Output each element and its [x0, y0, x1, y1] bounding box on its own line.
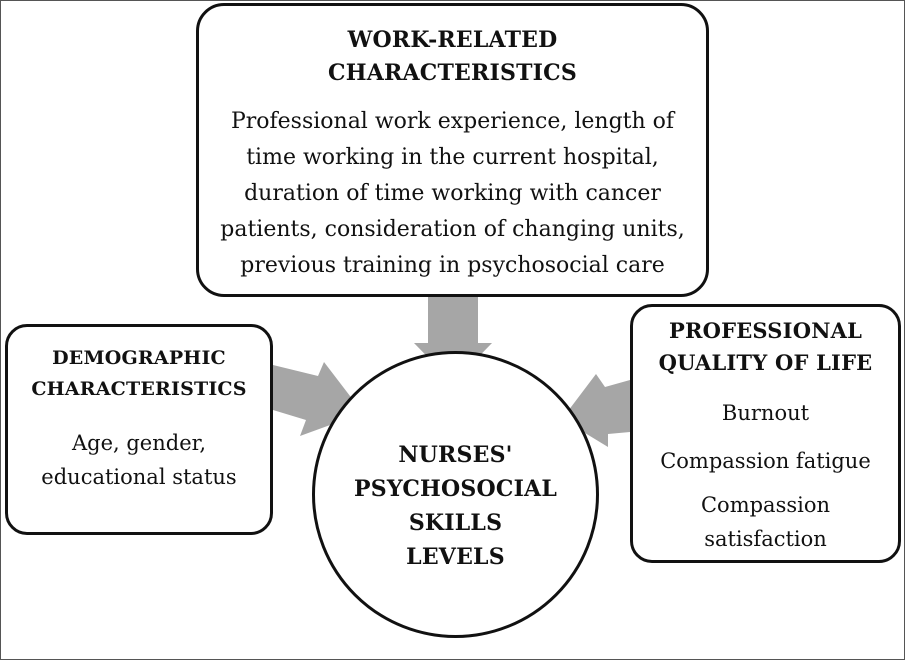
demographic-body: Age, gender, educational status — [8, 426, 270, 494]
work-related-title-line: CHARACTERISTICS — [328, 60, 577, 86]
center-title-line: NURSES' — [398, 442, 513, 468]
work-related-box: WORK-RELATED CHARACTERISTICS Professiona… — [196, 3, 709, 297]
work-related-body-line: Professional work experience, length of — [230, 109, 675, 134]
center-title: NURSES' PSYCHOSOCIAL SKILLS LEVELS — [315, 438, 596, 574]
center-title-line: LEVELS — [406, 544, 505, 570]
professional-quality-box: PROFESSIONAL QUALITY OF LIFE Burnout Com… — [630, 304, 901, 563]
demographic-box: DEMOGRAPHIC CHARACTERISTICS Age, gender,… — [5, 324, 273, 535]
work-related-title: WORK-RELATED CHARACTERISTICS — [199, 24, 706, 90]
work-related-body-line: patients, consideration of changing unit… — [220, 217, 685, 242]
center-title-line: SKILLS — [408, 510, 503, 536]
professional-quality-item-compassion-satisfaction: Compassion satisfaction — [700, 493, 831, 551]
professional-quality-title-line: PROFESSIONAL — [668, 318, 863, 343]
center-title-line: PSYCHOSOCIAL — [354, 476, 557, 502]
work-related-body-line: previous training in psychosocial care — [240, 253, 665, 278]
professional-quality-item-burnout: Burnout — [721, 401, 810, 425]
demographic-body-line: educational status — [41, 465, 237, 489]
work-related-title-line: WORK-RELATED — [347, 27, 558, 53]
demographic-title-line: DEMOGRAPHIC — [52, 347, 226, 369]
professional-quality-item-compassion-fatigue: Compassion fatigue — [660, 449, 871, 473]
work-related-body-line: time working in the current hospital, — [246, 145, 659, 170]
demographic-title-line: CHARACTERISTICS — [31, 378, 247, 400]
center-circle: NURSES' PSYCHOSOCIAL SKILLS LEVELS — [312, 351, 599, 638]
demographic-title: DEMOGRAPHIC CHARACTERISTICS — [8, 343, 270, 405]
demographic-body-line: Age, gender, — [71, 431, 207, 455]
professional-quality-title: PROFESSIONAL QUALITY OF LIFE — [633, 315, 898, 379]
professional-quality-title-line: QUALITY OF LIFE — [658, 350, 873, 375]
work-related-body: Professional work experience, length of … — [199, 104, 706, 284]
work-related-body-line: duration of time working with cancer — [244, 181, 661, 206]
